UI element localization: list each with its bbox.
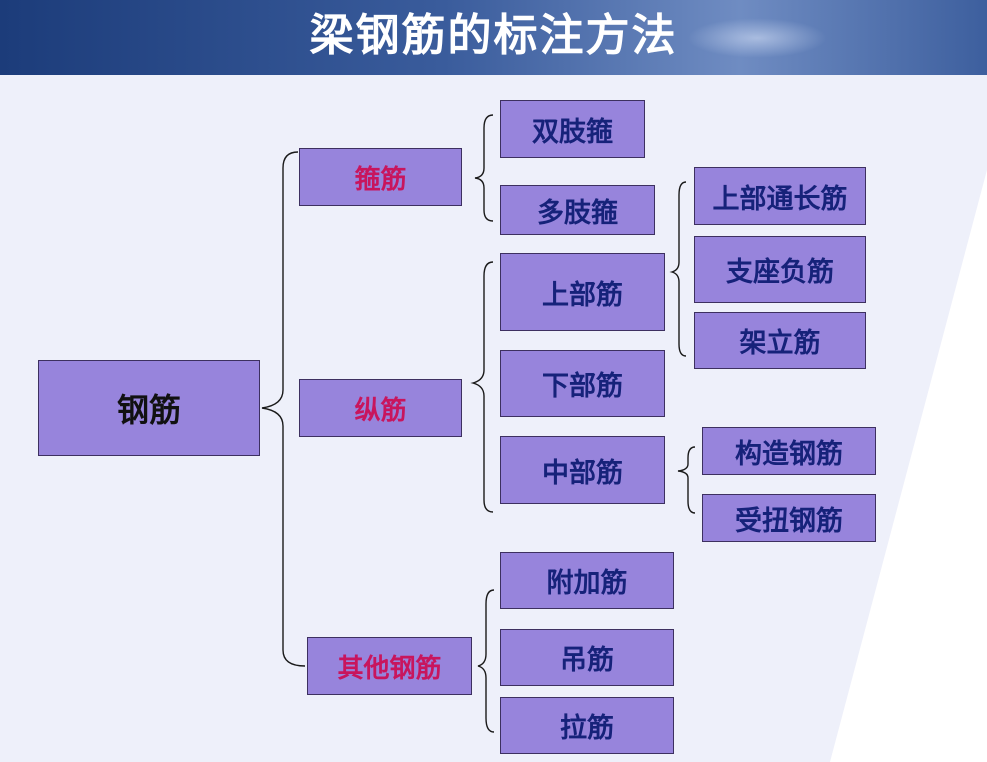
bracket-other-bar (477, 589, 495, 733)
title-bar-highlight (687, 18, 827, 58)
node-hanger-bar: 吊筋 (500, 629, 674, 686)
title-bar: 梁钢筋的标注方法 (0, 0, 987, 75)
node-longitudinal: 纵筋 (299, 379, 462, 437)
node-torsion-bar: 受扭钢筋 (702, 494, 876, 542)
node-other-bar: 其他钢筋 (307, 637, 472, 695)
node-tie-bar: 拉筋 (500, 697, 674, 754)
node-stirrup: 箍筋 (299, 148, 462, 206)
node-top-bar: 上部筋 (500, 253, 665, 331)
node-two-leg-stirrup: 双肢箍 (500, 100, 645, 158)
node-multi-leg-stirrup: 多肢箍 (500, 185, 655, 235)
node-root: 钢筋 (38, 360, 260, 456)
node-erection-bar: 架立筋 (694, 312, 866, 369)
node-top-continuous-bar: 上部通长筋 (694, 167, 866, 225)
bracket-longitudinal (470, 261, 494, 513)
node-structural-bar: 构造钢筋 (702, 427, 876, 475)
bracket-middle-bar (677, 446, 696, 514)
node-bottom-bar: 下部筋 (500, 350, 665, 417)
node-middle-bar: 中部筋 (500, 436, 665, 504)
bracket-stirrup (474, 114, 494, 222)
bracket-root (261, 151, 306, 667)
bracket-top-bar (669, 181, 687, 357)
node-additional-bar: 附加筋 (500, 552, 674, 609)
node-support-negative-bar: 支座负筋 (694, 236, 866, 303)
page-title: 梁钢筋的标注方法 (309, 10, 678, 61)
